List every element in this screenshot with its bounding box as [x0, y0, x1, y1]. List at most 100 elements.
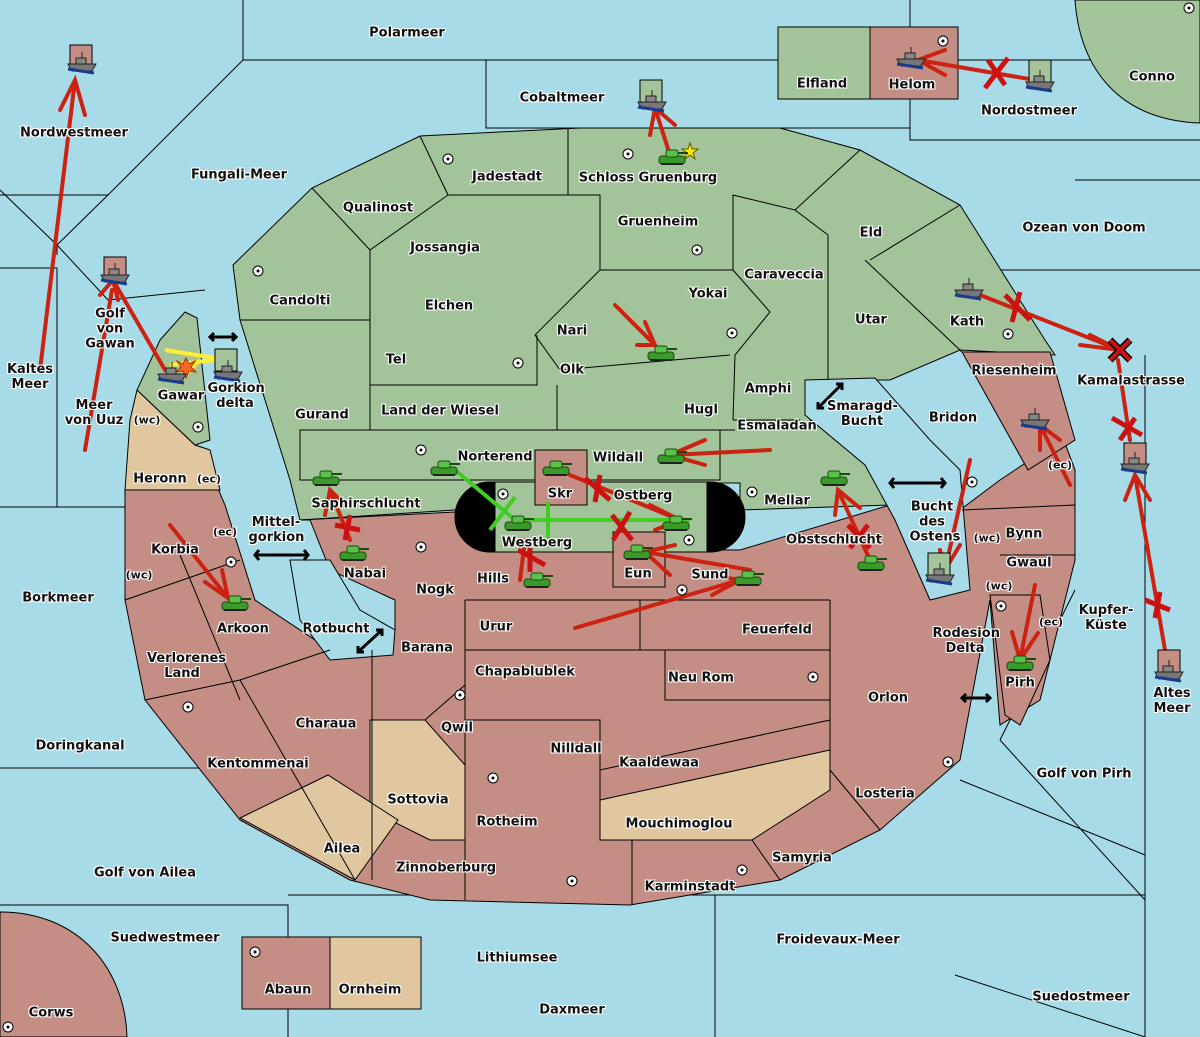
army-icon — [430, 460, 461, 476]
land-label: Jossangia — [410, 240, 480, 256]
land-label: Losteria — [855, 786, 915, 802]
territory-ornheim[interactable] — [329, 936, 422, 1010]
land-label: Nabai — [343, 566, 387, 582]
land-label: Nogk — [416, 582, 454, 598]
failed-order-x — [846, 523, 872, 550]
sea-label: Rodesion Delta — [932, 626, 1000, 656]
sea-label: Doringkanal — [35, 738, 125, 754]
sea-label: Golf von Ailea — [94, 865, 196, 881]
land-label: Bridon — [928, 410, 978, 426]
coast-tag: (wc) — [973, 531, 1001, 545]
army-icon — [658, 149, 689, 165]
land-label: Pirh — [1005, 675, 1035, 691]
land-label: Rotheim — [476, 814, 538, 830]
land-label: Ornheim — [338, 982, 402, 998]
sea-rotbucht[interactable] — [289, 559, 396, 661]
land-label: Heronn — [133, 471, 187, 487]
coast-tag: (ec) — [1038, 615, 1064, 629]
supply-center-marker — [566, 875, 578, 887]
land-label: Orlon — [867, 690, 909, 706]
supply-center-marker — [487, 772, 499, 784]
territory-ailea[interactable] — [238, 774, 399, 881]
supply-center-marker — [1183, 2, 1195, 14]
sea-label: Smaragd-Bucht — [827, 399, 898, 429]
army-icon — [647, 345, 678, 361]
land-label: Nilldall — [550, 741, 602, 757]
land-label: Karminstadt — [644, 879, 736, 895]
sea-label: Nordwestmeer — [20, 125, 128, 141]
land-label: Caraveccia — [744, 267, 824, 283]
land-label: Chapablublek — [475, 664, 575, 680]
supply-center-marker — [252, 265, 264, 277]
supply-center-marker — [2, 1021, 14, 1033]
territory-corws[interactable] — [0, 911, 128, 1037]
land-label: Mellar — [764, 493, 810, 509]
order-arrow — [168, 523, 232, 603]
land-label: Hugl — [684, 402, 718, 418]
land-label: Utar — [855, 312, 887, 328]
supply-center-marker — [415, 541, 427, 553]
supply-center-marker — [676, 584, 688, 596]
supply-center-marker — [415, 444, 427, 456]
sea-label: Polarmeer — [369, 25, 445, 41]
land-label: Amphi — [744, 381, 792, 397]
order-arrow — [83, 288, 114, 452]
sea-smaragd-bucht[interactable] — [804, 377, 971, 601]
order-arrow — [38, 74, 87, 372]
land-label: Conno — [1129, 69, 1175, 85]
land-label: Esmaladan — [737, 418, 817, 434]
supply-center-marker — [249, 946, 261, 958]
sea-label: Rotbucht — [302, 621, 370, 637]
coast-tag: (wc) — [125, 568, 153, 582]
land-label: Elfland — [796, 76, 848, 92]
land-label: Riesenheim — [971, 363, 1057, 379]
army-icon — [504, 515, 535, 531]
army-icon — [734, 570, 765, 586]
supply-center-marker — [497, 488, 509, 500]
land-label: Arkoon — [217, 621, 269, 637]
army-icon — [623, 544, 654, 560]
land-label: Korbia — [151, 542, 199, 558]
sea-label: Fungali-Meer — [190, 167, 288, 183]
land-label: Elchen — [424, 298, 474, 314]
land-label: Urur — [479, 619, 513, 635]
sea-label: Altes Meer — [1153, 686, 1191, 716]
failed-order-x — [1003, 291, 1032, 323]
land-label: Ostberg — [613, 488, 673, 504]
land-label: Gurand — [295, 407, 349, 423]
supply-center-marker — [691, 244, 703, 256]
failed-order-x — [1144, 591, 1171, 619]
supply-center-marker — [942, 756, 954, 768]
failed-order-x — [583, 474, 612, 503]
army-icon — [657, 448, 688, 464]
land-label: Charaua — [295, 716, 357, 732]
land-label: Kath — [949, 314, 985, 330]
land-label: Gwaul — [1006, 555, 1052, 571]
army-icon — [820, 470, 851, 486]
land-label: Ailea — [323, 841, 361, 857]
fleet-icon — [1019, 406, 1051, 431]
land-label: Yokai — [688, 286, 728, 302]
supply-center-marker — [937, 35, 949, 47]
land-label: Sottovia — [387, 792, 449, 808]
land-label: Sund — [691, 567, 729, 583]
territory-conno[interactable] — [1074, 0, 1200, 124]
land-label: Mouchimoglou — [625, 816, 733, 832]
land-label: Land der Wiesel — [381, 403, 499, 419]
sea-label: Froidevaux-Meer — [776, 932, 900, 948]
sea-label: Kamalastrasse — [1077, 373, 1185, 389]
sea-label: Golf von Pirh — [1036, 766, 1132, 782]
supply-center-marker — [192, 421, 204, 433]
supply-center-marker — [726, 327, 738, 339]
fleet-icon — [953, 276, 985, 301]
order-arrow — [518, 538, 527, 582]
land-label: Samyria — [772, 850, 832, 866]
land-label: Tel — [385, 352, 407, 368]
sea-label: Ozean von Doom — [1022, 220, 1146, 236]
failed-order-x — [610, 510, 634, 542]
land-label: Candolti — [269, 293, 331, 309]
land-label: Gruenheim — [617, 214, 699, 230]
land-label: Olk — [559, 362, 585, 378]
sea-label: Daxmeer — [539, 1002, 605, 1018]
army-icon — [312, 470, 343, 486]
